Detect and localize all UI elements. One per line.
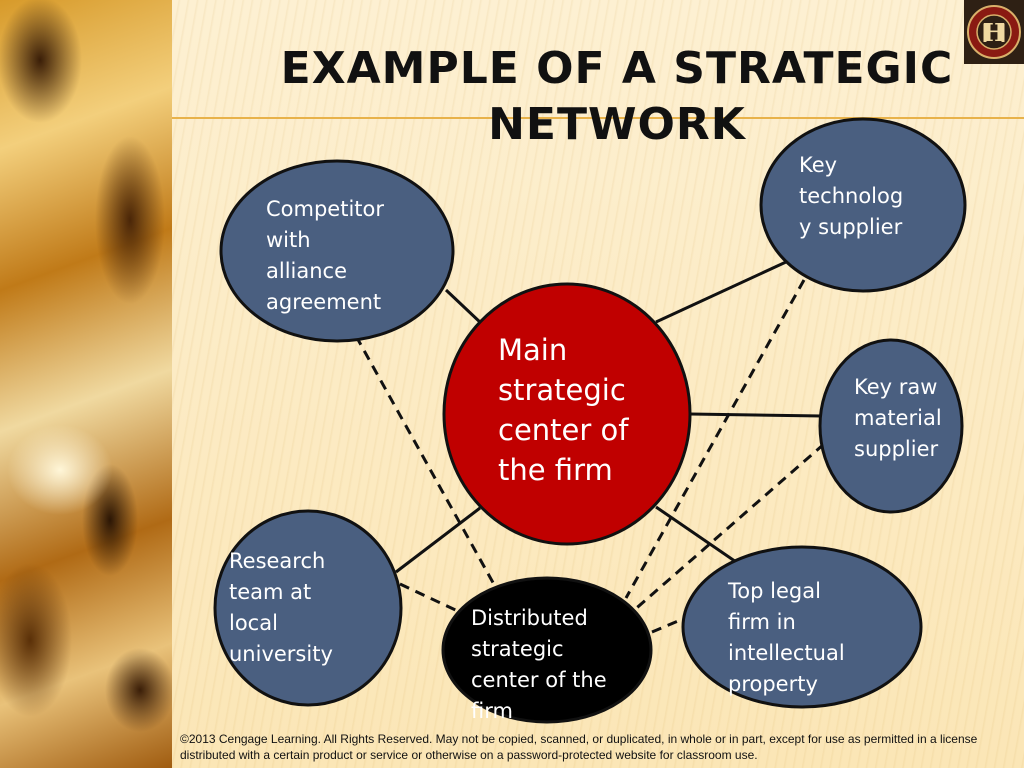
main-center-label-line: strategic [498,373,626,407]
distributed-center-label: Distributed strategic center of the firm [471,603,607,727]
link-main-legal [655,505,743,568]
node-key-technology [759,117,967,293]
dashed-link-distributed-raw-material [631,442,825,614]
research-team-label-line: local [229,611,278,635]
key-technology-label-line: technolog [799,184,904,208]
research-team-label: Research team at local university [229,546,333,670]
competitor-label-line: Competitor [266,197,385,221]
key-raw-material-label: Key raw material supplier [854,372,942,465]
publisher-logo: H [964,0,1024,64]
dashed-link-distributed-research [399,582,465,616]
node-research-team [213,509,403,707]
key-raw-material-label-line: Key raw [854,375,938,399]
link-main-research [395,506,481,574]
link-main-competitor [444,288,484,326]
distributed-center-label-line: Distributed [471,606,588,630]
top-legal-label-line: property [728,672,818,696]
copyright-notice: ©2013 Cengage Learning. All Rights Reser… [180,732,978,762]
link-main-raw-material [689,412,823,418]
competitor-label-line: with [266,228,311,252]
distributed-center-label-line: strategic [471,637,564,661]
key-technology-label: Key technolog y supplier [799,150,903,243]
main-center-label-line: the firm [498,453,613,487]
dashed-link-distributed-technology [624,279,806,599]
research-team-label-line: team at [229,580,312,604]
svg-text:H: H [983,18,1006,47]
main-center-label-line: Main [498,333,568,367]
decorative-art-panel [0,0,172,768]
logo-seal-icon: H [964,0,1024,64]
competitor-label-line: agreement [266,290,382,314]
node-distributed-center [441,576,653,724]
competitor-label-line: alliance [266,259,348,283]
slide-title: EXAMPLE OF A STRATEGIC NETWORK [280,43,954,151]
top-legal-label-line: intellectual [728,641,845,665]
key-technology-label-line: y supplier [799,215,903,239]
competitor-label: Competitor with alliance agreement [266,194,384,318]
top-legal-label-line: Top legal [728,579,821,603]
title-divider [172,117,1024,119]
top-legal-label-line: firm in [728,610,796,634]
link-main-technology [655,260,787,324]
key-technology-label-line: Key [799,153,838,177]
node-competitor [219,159,455,343]
main-center-label-line: center of [498,413,629,447]
node-key-raw-material [818,338,964,514]
top-legal-label: Top legal firm in intellectual property [728,576,845,700]
distributed-center-label-line: firm [471,699,513,723]
node-main-center [442,282,692,546]
key-raw-material-label-line: supplier [854,437,939,461]
dashed-link-distributed-competitor [354,335,498,589]
research-team-label-line: Research [229,549,326,573]
node-top-legal [681,545,923,709]
key-raw-material-label-line: material [854,406,942,430]
main-center-label: Main strategic center of the firm [498,330,628,490]
distributed-center-label-line: center of the [471,668,607,692]
research-team-label-line: university [229,642,333,666]
